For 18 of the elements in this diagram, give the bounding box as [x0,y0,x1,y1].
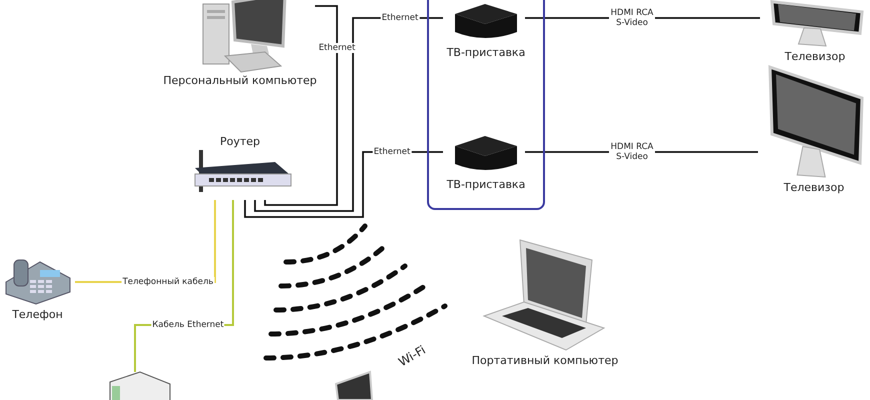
device-label: Портативный компьютер [472,354,618,367]
edge-label: Ethernet [372,147,412,157]
edge-label: HDMI RCA S-Video [609,8,655,28]
device-label: Персональный компьютер [163,74,317,87]
group-frame [427,0,545,210]
device-label: Телевизор [784,181,844,194]
edge-label: Кабель Ethernet [151,320,225,330]
cable-line [264,5,338,206]
edge-label: Телефонный кабель [122,277,214,287]
edge-label: Ethernet [318,43,356,53]
device-label: Телефон [12,308,63,321]
cable-line [254,17,443,212]
device-label: Роутер [220,135,260,148]
device-label: ТВ-приставка [446,178,526,191]
device-label: Телевизор [784,50,846,63]
edge-label: HDMI RCA S-Video [609,142,655,162]
device-label: ТВ-приставка [446,46,526,59]
edge-label: Ethernet [380,13,420,23]
